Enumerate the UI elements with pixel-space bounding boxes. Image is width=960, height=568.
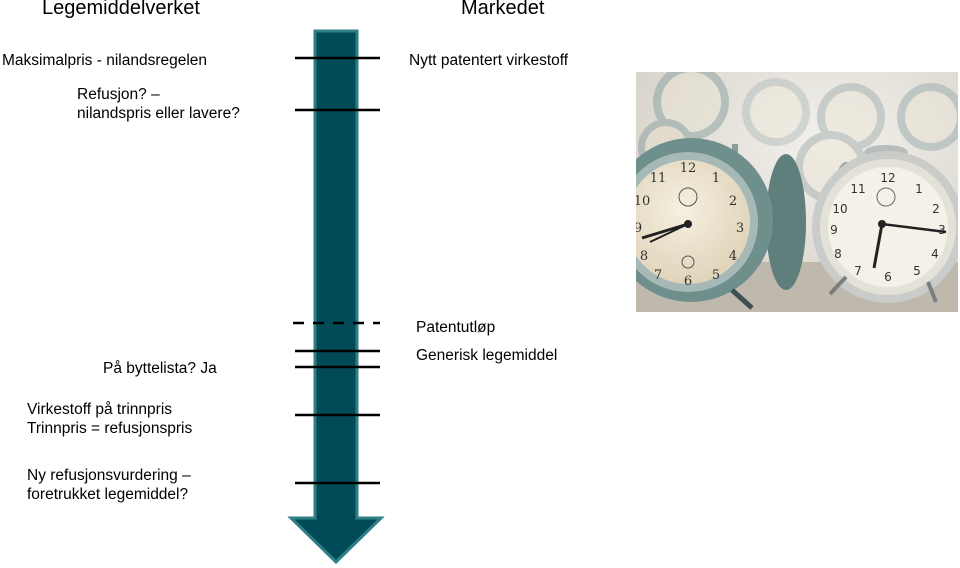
svg-text:10: 10 [636,194,650,209]
svg-text:4: 4 [931,247,939,261]
svg-text:6: 6 [884,270,892,284]
svg-text:8: 8 [834,247,842,261]
label-ny-refusjon-line1: Ny refusjonsvurdering – [27,467,191,484]
heading-legemiddelverket: Legemiddelverket [42,0,200,19]
heading-markedet: Markedet [461,0,545,19]
label-nytt-virkestoff: Nytt patentert virkestoff [409,52,569,69]
svg-text:4: 4 [729,249,737,264]
svg-text:8: 8 [640,249,648,264]
svg-text:3: 3 [736,221,744,236]
svg-text:7: 7 [654,268,662,283]
svg-text:7: 7 [854,264,862,278]
svg-text:11: 11 [650,171,667,186]
svg-text:9: 9 [636,221,642,236]
label-refusjon: Refusjon? – nilandspris eller lavere? [77,85,240,123]
svg-text:2: 2 [729,194,737,209]
label-generisk: Generisk legemiddel [416,347,558,364]
svg-text:12: 12 [680,161,697,176]
alarm-clocks-icon: 12 1 2 3 4 5 6 7 8 9 10 11 [636,72,958,312]
label-refusjon-line2: nilandspris eller lavere? [77,105,240,122]
arrow-shaft [287,29,385,565]
svg-text:3: 3 [938,223,946,237]
label-trinnpris-line2: Trinnpris = refusjonspris [27,420,193,437]
label-patentutlop: Patentutløp [416,319,496,336]
label-maksimalpris: Maksimalpris - nilandsregelen [2,52,208,69]
svg-text:1: 1 [712,171,720,186]
svg-text:12: 12 [880,171,895,185]
svg-text:10: 10 [832,202,847,216]
alarm-clocks-photo: 12 1 2 3 4 5 6 7 8 9 10 11 [636,72,958,312]
svg-text:5: 5 [712,268,720,283]
label-refusjon-line1: Refusjon? – [77,86,160,103]
svg-text:11: 11 [850,182,865,196]
label-trinnpris: Virkestoff på trinnpris Trinnpris = refu… [27,400,192,438]
svg-text:2: 2 [932,202,940,216]
label-ny-refusjon: Ny refusjonsvurdering – foretrukket lege… [27,466,191,504]
label-trinnpris-line1: Virkestoff på trinnpris [27,401,173,418]
label-ny-refusjon-line2: foretrukket legemiddel? [27,486,189,503]
svg-text:6: 6 [684,274,692,289]
svg-text:5: 5 [913,264,921,278]
svg-text:1: 1 [915,182,923,196]
svg-text:9: 9 [830,223,838,237]
label-byttelista: På byttelista? Ja [103,360,217,377]
